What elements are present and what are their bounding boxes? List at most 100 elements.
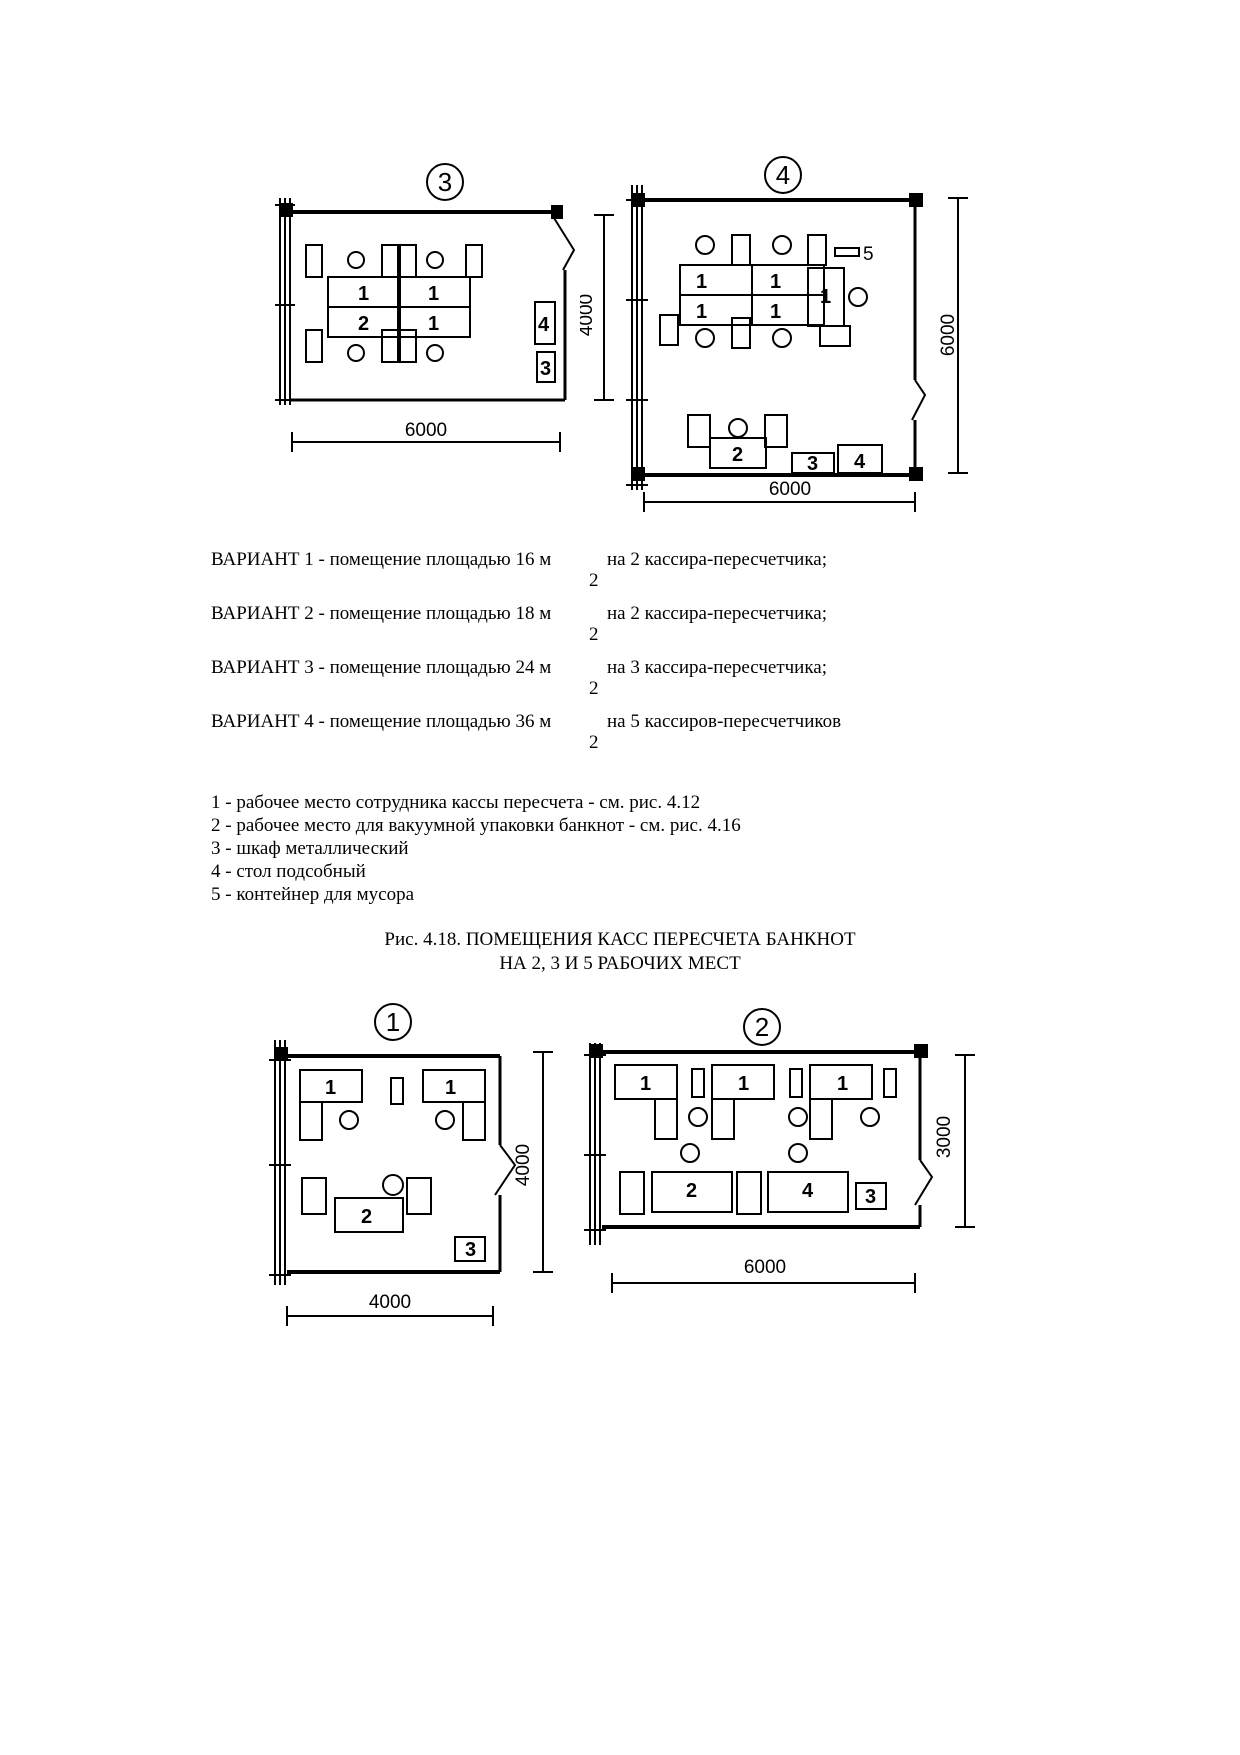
area-exponent: 2: [589, 624, 599, 645]
width-dimension: 4000: [369, 1292, 411, 1313]
waste-container: [789, 1068, 803, 1098]
chair: [381, 244, 399, 278]
chair: [731, 317, 751, 349]
waste-container: [834, 247, 860, 257]
chair: [399, 329, 417, 363]
caption-line-1: Рис. 4.18. ПОМЕЩЕНИЯ КАСС ПЕРЕСЧЕТА БАНК…: [384, 929, 856, 950]
column: [551, 205, 563, 219]
workstation-desk: [397, 306, 471, 338]
stool: [426, 344, 444, 362]
variant-text: ВАРИАНТ 1 - помещение площадью 16 м: [211, 549, 552, 570]
door-swing: [911, 379, 927, 421]
variant-capacity: на 3 кассира-пересчетчика;: [607, 657, 828, 678]
plan-badge-circle: [764, 156, 802, 194]
item-number: 1: [696, 271, 707, 293]
column: [909, 467, 923, 481]
chair: [819, 325, 851, 347]
item-number: 1: [445, 1077, 456, 1099]
stool: [680, 1143, 700, 1163]
stool: [788, 1107, 808, 1127]
workstation-desk: [679, 264, 753, 296]
door-swing: [914, 1159, 934, 1206]
stool: [848, 287, 868, 307]
plan-badge-circle: [426, 163, 464, 201]
variant-row: ВАРИАНТ 3 - помещение площадью 24 м 2 на…: [211, 657, 1011, 711]
area-exponent: 2: [589, 678, 599, 699]
door-swing: [494, 1144, 517, 1196]
item-number: 3: [807, 453, 818, 475]
width-dimension: 6000: [769, 479, 811, 500]
depth-dimension: 6000: [938, 314, 959, 356]
side-table: [767, 1171, 849, 1213]
item-number: 5: [863, 244, 874, 265]
chair: [305, 329, 323, 363]
item-number: 1: [770, 301, 781, 323]
item-number: 2: [732, 444, 743, 466]
workstation-desk: [614, 1064, 678, 1100]
stool: [339, 1110, 359, 1130]
plan-badge-circle: [743, 1008, 781, 1046]
plan-badge: 4: [776, 160, 790, 190]
chair: [305, 244, 323, 278]
plan-badge: 1: [386, 1007, 400, 1037]
side-table: [837, 444, 883, 474]
variant-capacity: на 5 кассиров-пересчетчиков: [607, 711, 842, 732]
chair: [731, 234, 751, 266]
packaging-desk: [651, 1171, 733, 1213]
workstation-desk: [751, 264, 825, 296]
legend-item: 5 - контейнер для мусора: [211, 884, 415, 905]
workstation-desk: [711, 1098, 735, 1140]
floor-plan-variant-2: 2 1 1 1 2 4: [580, 1005, 990, 1305]
workstation-desk: [327, 306, 401, 338]
workstation-desk: [711, 1064, 775, 1100]
stool: [426, 251, 444, 269]
metal-cabinet: [791, 452, 835, 474]
stool: [435, 1110, 455, 1130]
stool: [695, 235, 715, 255]
stool: [695, 328, 715, 348]
chair: [381, 329, 399, 363]
item-number: 4: [854, 451, 866, 473]
door-swing: [553, 217, 576, 271]
stool: [347, 251, 365, 269]
metal-cabinet: [536, 351, 556, 383]
legend-item: 3 - шкаф металлический: [211, 838, 409, 859]
workstation-desk: [679, 294, 753, 326]
item-number: 1: [640, 1073, 651, 1095]
area-exponent: 2: [589, 732, 599, 753]
variant-list: ВАРИАНТ 1 - помещение площадью 16 м 2 на…: [211, 549, 1011, 765]
variant-row: ВАРИАНТ 1 - помещение площадью 16 м 2 на…: [211, 549, 1011, 603]
item-number: 1: [738, 1073, 749, 1095]
item-number: 4: [538, 314, 550, 336]
floor-plan-variant-1: 1 1 1 2 3 4000 4: [265, 1000, 565, 1340]
item-number: 1: [325, 1077, 336, 1099]
variant-text: ВАРИАНТ 3 - помещение площадью 24 м: [211, 657, 552, 678]
workstation-desk: [299, 1101, 323, 1141]
column: [914, 1044, 928, 1058]
chair: [807, 234, 827, 266]
item-number: 2: [361, 1206, 372, 1228]
plan-badge: 3: [438, 167, 452, 197]
stool: [860, 1107, 880, 1127]
item-number: 4: [802, 1180, 814, 1202]
legend-item: 1 - рабочее место сотрудника кассы перес…: [211, 792, 701, 813]
figure-caption: Рис. 4.18. ПОМЕЩЕНИЯ КАСС ПЕРЕСЧЕТА БАНК…: [300, 928, 940, 976]
item-number: 3: [865, 1186, 876, 1208]
chair: [687, 414, 711, 448]
stool: [347, 344, 365, 362]
stool: [382, 1174, 404, 1196]
width-dimension: 6000: [405, 420, 447, 441]
workstation-desk: [299, 1069, 363, 1103]
variant-capacity: на 2 кассира-пересчетчика;: [607, 603, 828, 624]
workstation-desk: [422, 1069, 486, 1103]
item-number: 2: [686, 1180, 697, 1202]
waste-container: [691, 1068, 705, 1098]
floor-plan-variant-3: 3 1 1 2 1 4: [270, 160, 590, 460]
packaging-desk: [709, 437, 767, 469]
depth-dimension: 4000: [580, 294, 597, 336]
item-number: 1: [428, 313, 439, 335]
item-number: 3: [540, 358, 551, 380]
stool: [688, 1107, 708, 1127]
variant-capacity: на 2 кассира-пересчетчика;: [607, 549, 828, 570]
chair: [301, 1177, 327, 1215]
